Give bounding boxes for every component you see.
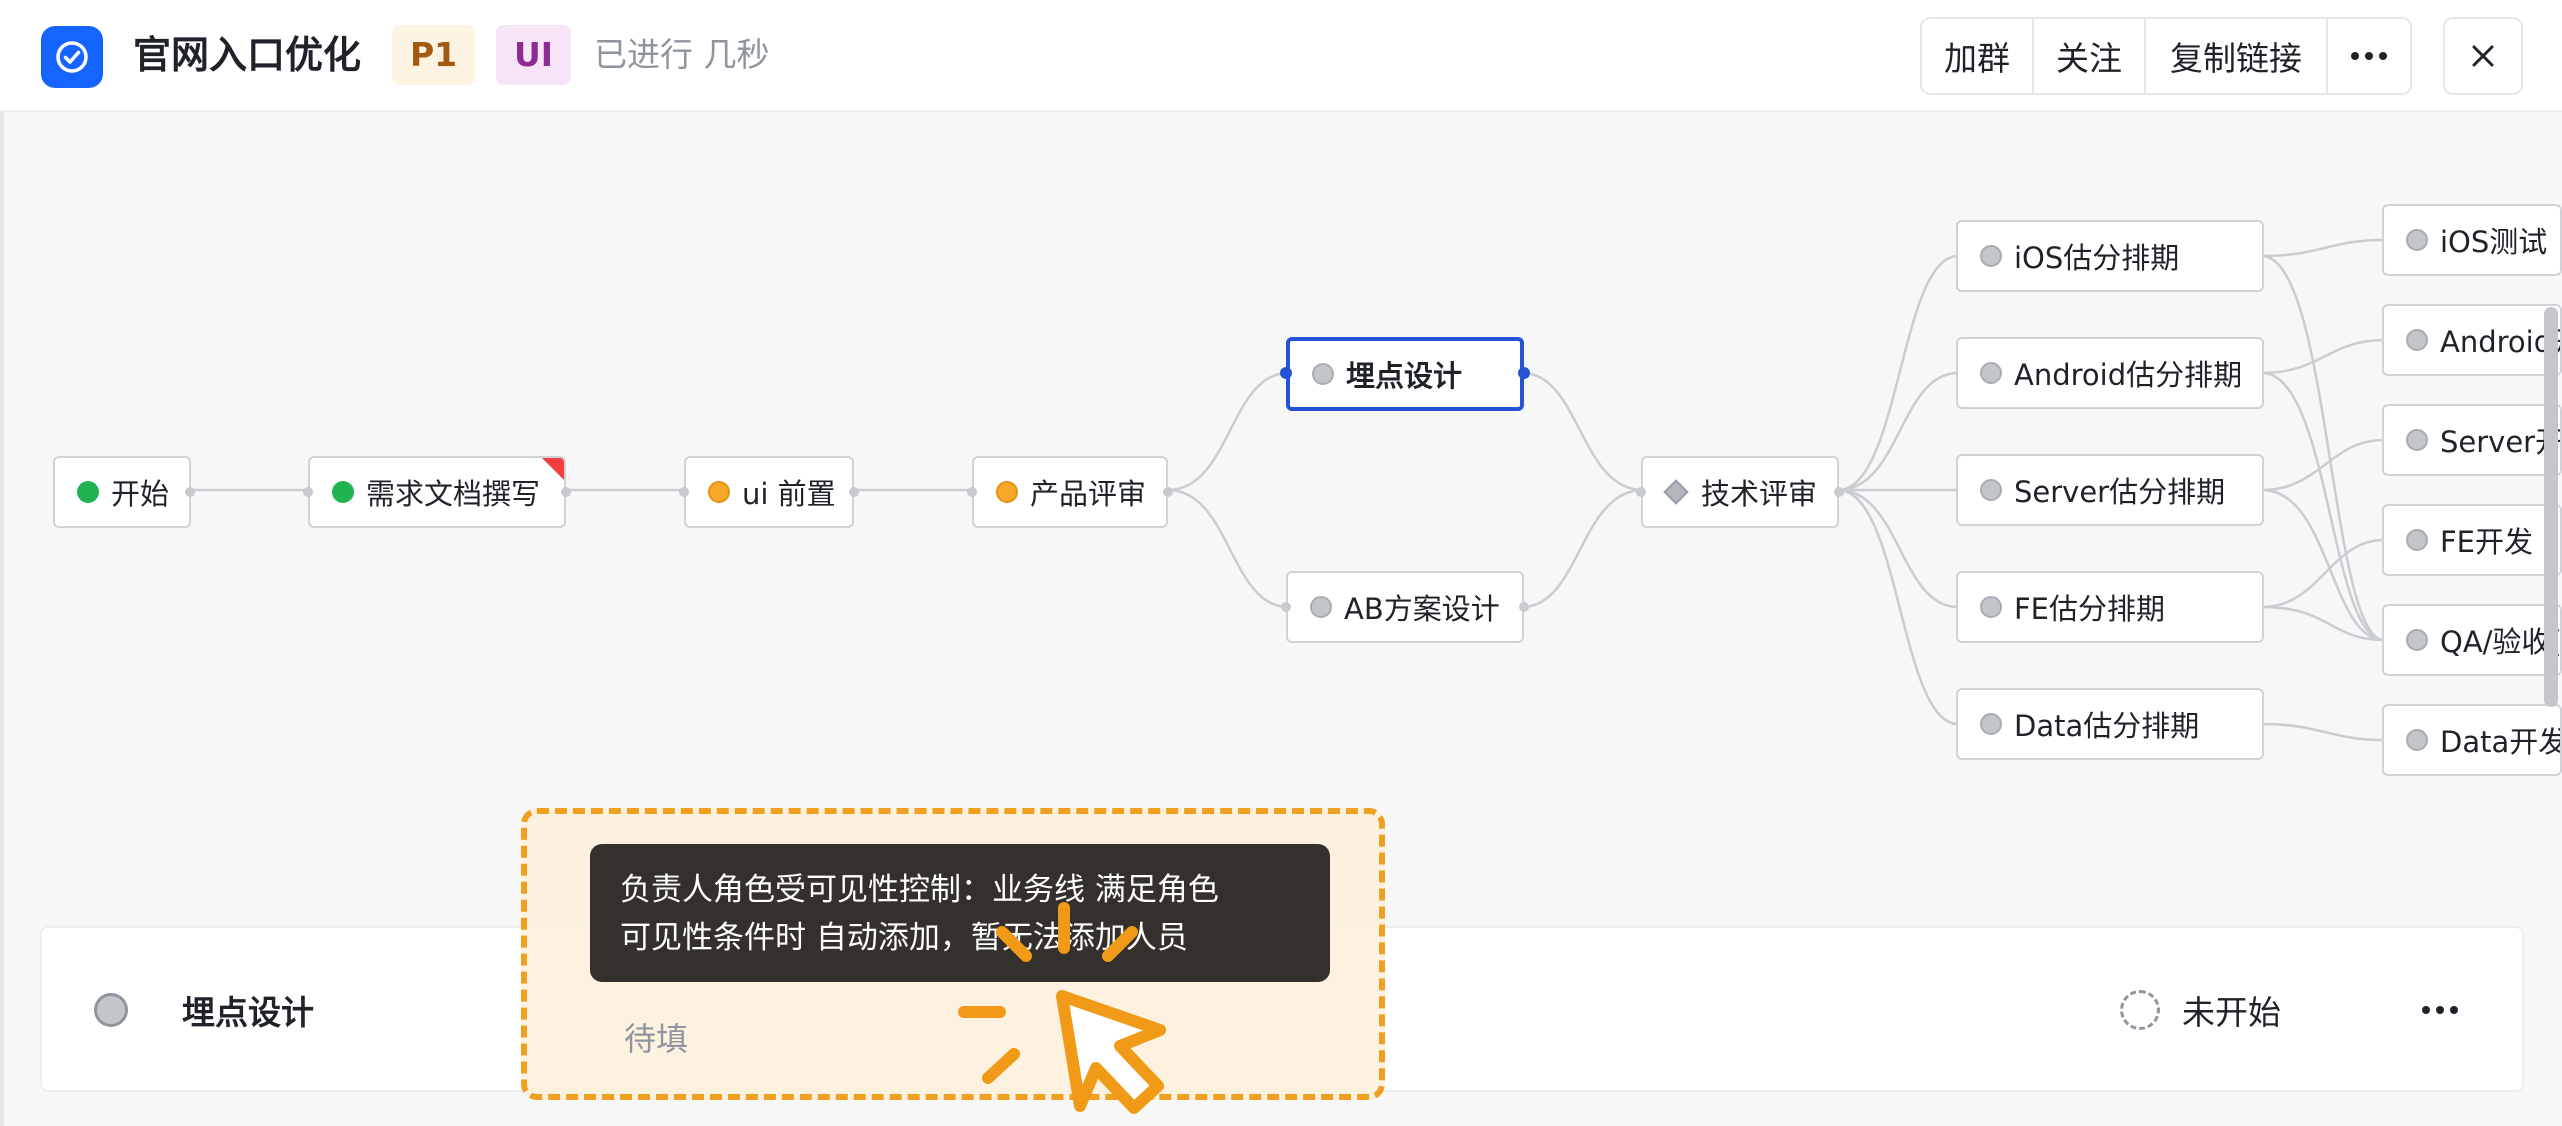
status-not-started-icon <box>1980 596 2002 618</box>
status-not-started-icon <box>2406 529 2428 551</box>
node-port <box>1518 367 1530 379</box>
check-circle-icon <box>41 26 103 88</box>
copy-link-button[interactable]: 复制链接 <box>2146 19 2328 93</box>
status-not-started-icon <box>2406 429 2428 451</box>
flow-node-fe-estimate[interactable]: FE估分排期 <box>1956 571 2264 643</box>
more-icon <box>2422 1006 2458 1014</box>
status-not-started-icon <box>2406 229 2428 251</box>
node-label: Android估分排期 <box>2014 358 2243 392</box>
flow-links <box>190 238 2385 742</box>
node-port <box>1636 487 1646 497</box>
elapsed-time: 已进行 几秒 <box>594 35 770 74</box>
detail-status[interactable]: 未开始 <box>2182 993 2281 1032</box>
detail-node-title: 埋点设计 <box>182 993 314 1032</box>
click-cursor-icon <box>958 902 1166 1114</box>
node-port <box>1280 367 1292 379</box>
node-port <box>303 487 313 497</box>
node-port <box>967 487 977 497</box>
tooltip-line: 负责人角色受可见性控制：业务线 满足角色 <box>620 872 1219 908</box>
flow-node-ab-design[interactable]: AB方案设计 <box>1286 571 1524 643</box>
tooltip: 负责人角色受可见性控制：业务线 满足角色 可见性条件时 自动添加，暂无法添加人员 <box>590 844 1330 982</box>
more-icon <box>2351 52 2387 60</box>
flow-node-ios-test[interactable]: iOS测试 <box>2382 204 2562 276</box>
node-label: 产品评审 <box>1030 477 1147 511</box>
page-title: 官网入口优化 <box>133 33 362 77</box>
type-tag[interactable]: UI <box>496 25 572 85</box>
node-label: Data估分排期 <box>2014 709 2200 743</box>
node-label: iOS估分排期 <box>2014 241 2180 275</box>
flow-node-tracking-design[interactable]: 埋点设计 <box>1286 337 1524 411</box>
node-label: Android开 <box>2440 325 2560 359</box>
flow-node-fe-dev[interactable]: FE开发 <box>2382 504 2562 576</box>
node-label: AB方案设计 <box>1344 592 1500 626</box>
tooltip-line: 可见性条件时 自动添加，暂无法添加人员 <box>620 920 1188 956</box>
flow-node-product-review[interactable]: 产品评审 <box>972 456 1168 528</box>
status-not-started-icon <box>1310 596 1332 618</box>
flow-node-start[interactable]: 开始 <box>53 456 191 528</box>
canvas-scrollbar[interactable] <box>2544 307 2558 707</box>
flow-node-qa-accept[interactable]: QA/验收( <box>2382 604 2562 676</box>
status-not-started-icon <box>1312 363 1334 385</box>
flow-node-tech-review[interactable]: 技术评审 <box>1641 456 1839 528</box>
status-not-started-icon <box>1980 245 2002 267</box>
status-in-progress-icon <box>708 481 730 503</box>
status-not-started-icon <box>1980 479 2002 501</box>
node-port <box>1163 487 1173 497</box>
status-not-started-icon <box>2406 629 2428 651</box>
close-icon <box>2472 45 2494 67</box>
node-port <box>1281 602 1291 612</box>
left-rail <box>0 112 4 1126</box>
flow-node-ios-estimate[interactable]: iOS估分排期 <box>1956 220 2264 292</box>
status-not-started-icon <box>1980 713 2002 735</box>
flow-node-requirements[interactable]: 需求文档撰写 <box>308 456 566 528</box>
status-not-started-icon <box>94 993 128 1027</box>
status-done-icon <box>77 481 99 503</box>
flag-icon <box>542 458 564 480</box>
join-group-button[interactable]: 加群 <box>1922 19 2034 93</box>
task-header: 官网入口优化 P1 UI 已进行 几秒 加群 关注 复制链接 <box>0 0 2562 112</box>
flow-node-android-dev[interactable]: Android开 <box>2382 304 2562 376</box>
node-port <box>185 487 195 497</box>
node-label: FE估分排期 <box>2014 592 2166 626</box>
node-port <box>1834 487 1844 497</box>
node-label: FE开发 <box>2440 525 2534 559</box>
flow-node-data-dev[interactable]: Data开发 <box>2382 704 2562 776</box>
node-label: iOS测试 <box>2440 225 2548 259</box>
status-done-icon <box>332 481 354 503</box>
header-actions: 加群 关注 复制链接 <box>1920 17 2412 95</box>
flow-node-ui-prep[interactable]: ui 前置 <box>684 456 854 528</box>
flow-node-android-estimate[interactable]: Android估分排期 <box>1956 337 2264 409</box>
status-in-progress-icon <box>996 481 1018 503</box>
node-label: 埋点设计 <box>1346 359 1463 393</box>
node-label: QA/验收( <box>2440 625 2562 659</box>
node-port <box>561 487 571 497</box>
node-label: Data开发 <box>2440 725 2562 759</box>
node-label: 开始 <box>111 477 170 511</box>
node-port <box>849 487 859 497</box>
node-label: 技术评审 <box>1701 477 1818 511</box>
node-label: 需求文档撰写 <box>366 477 541 511</box>
assignee-field[interactable]: 待填 <box>624 1020 689 1058</box>
follow-button[interactable]: 关注 <box>2034 19 2146 93</box>
node-label: ui 前置 <box>742 477 836 511</box>
node-port <box>679 487 689 497</box>
flow-node-data-estimate[interactable]: Data估分排期 <box>1956 688 2264 760</box>
priority-tag[interactable]: P1 <box>392 25 476 85</box>
gateway-diamond-icon <box>1663 479 1689 505</box>
node-label: Server开 <box>2440 425 2562 459</box>
status-not-started-icon <box>2406 729 2428 751</box>
close-button[interactable] <box>2443 17 2523 95</box>
status-pending-icon <box>2120 990 2160 1030</box>
node-port <box>1519 602 1529 612</box>
panel-more-button[interactable] <box>2420 984 2460 1040</box>
flow-node-server-dev[interactable]: Server开 <box>2382 404 2562 476</box>
node-label: Server估分排期 <box>2014 475 2226 509</box>
flow-node-server-estimate[interactable]: Server估分排期 <box>1956 454 2264 526</box>
status-not-started-icon <box>2406 329 2428 351</box>
more-button[interactable] <box>2328 19 2410 93</box>
flow-canvas[interactable]: 开始 需求文档撰写 ui 前置 产品评审 埋点设计 AB方案设计 技术评审 iO… <box>0 112 2562 912</box>
status-not-started-icon <box>1980 362 2002 384</box>
